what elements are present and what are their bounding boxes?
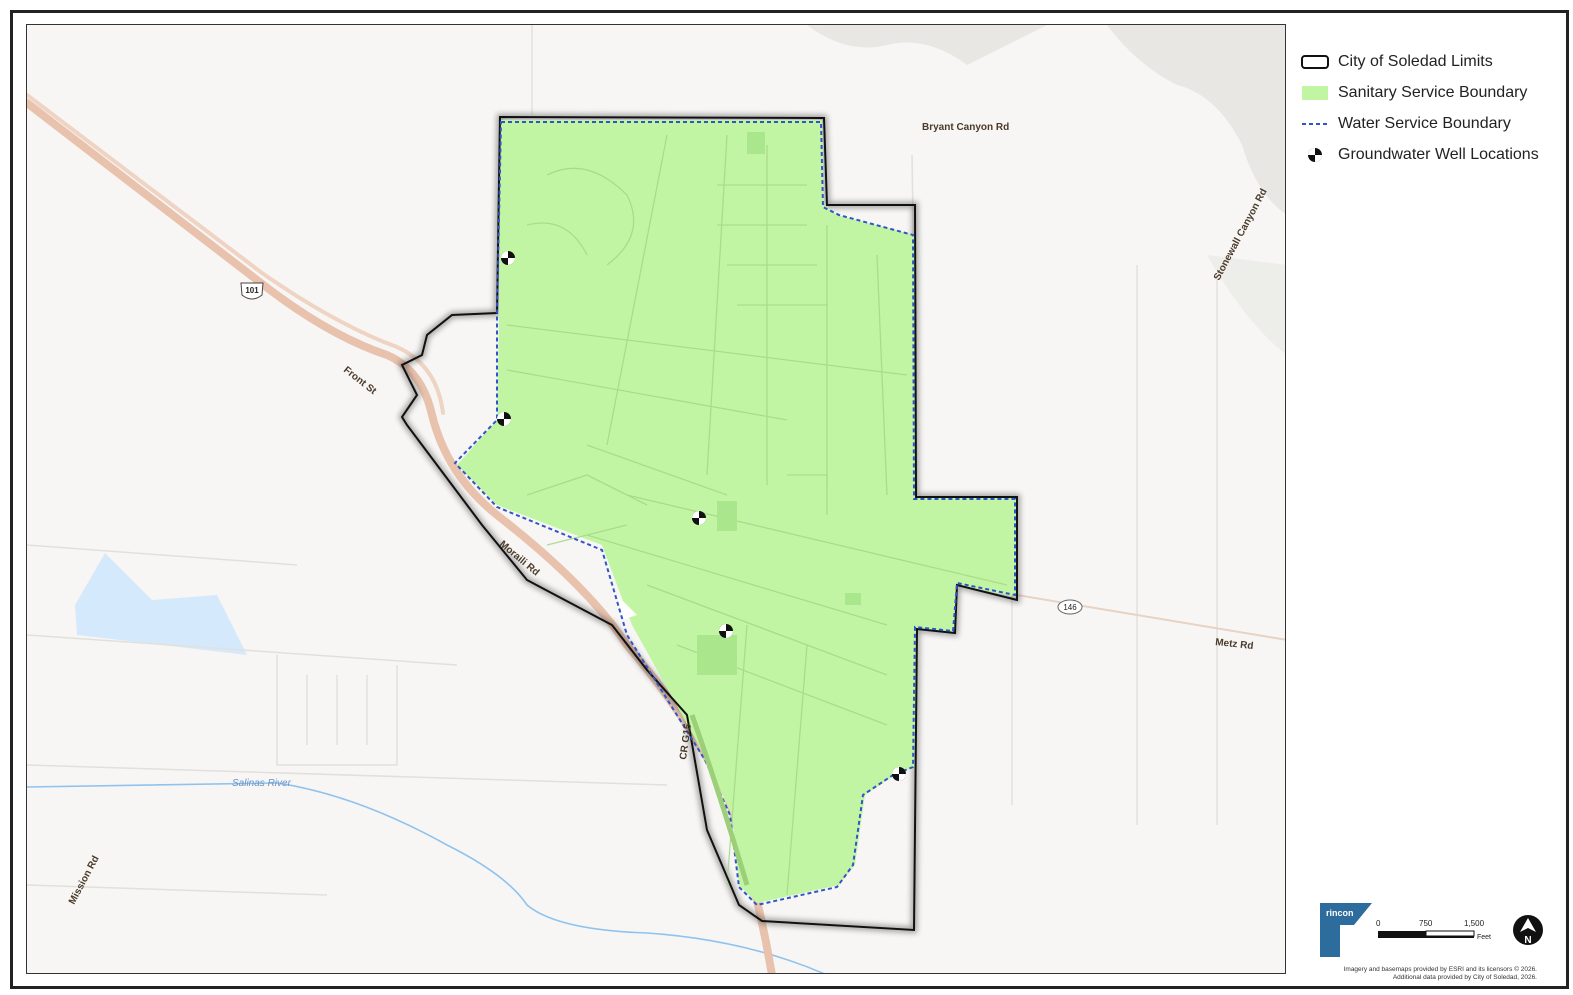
sr146-shield-icon: 146 [1057,599,1083,615]
cr-g15-label: CR G15 [678,723,694,761]
metz-rd-line [1016,594,1285,641]
legend-label: Water Service Boundary [1338,114,1511,132]
well-marker-icon [1300,145,1330,165]
logo-text: rincon [1326,908,1354,918]
front-st-label: Front St [341,365,379,398]
map-canvas[interactable]: 101 146 Front St Moraili Rd Bryant Canyo… [26,24,1286,974]
blue-dashed-line-icon [1300,114,1330,134]
credits-line-1: Imagery and basemaps provided by ESRI an… [1343,966,1537,973]
terrain-hillshade [807,25,1285,354]
metz-rd-label: Metz Rd [1215,637,1254,652]
green-fill-icon [1300,83,1330,103]
map-svg: 101 146 Front St Moraili Rd Bryant Canyo… [27,25,1285,973]
outline-rectangle-icon [1300,52,1330,72]
legend-item-well: Groundwater Well Locations [1300,139,1565,170]
parks [697,132,861,675]
legend-item-city-limits: City of Soledad Limits [1300,46,1565,77]
bryant-canyon-rd-label: Bryant Canyon Rd [922,122,1009,133]
legend-label: Sanitary Service Boundary [1338,83,1528,101]
rincon-logo: rincon [1318,903,1374,959]
map-legend: City of Soledad Limits Sanitary Service … [1300,46,1565,170]
water-service-boundary-line[interactable] [453,121,1016,907]
legend-item-sanitary: Sanitary Service Boundary [1300,77,1565,108]
salinas-river-label: Salinas River [232,778,292,789]
scale-zero-label: 0 [1376,919,1381,928]
unserved-parcel [617,595,637,620]
sr146-shield-label: 146 [1063,603,1077,612]
credits-line-2: Additional data provided by City of Sole… [1392,974,1537,981]
well-marker[interactable] [892,767,906,781]
well-marker-group [497,251,906,781]
well-marker[interactable] [501,251,515,265]
scale-max-label: 1,500 [1464,919,1485,928]
mission-rd-label: Mission Rd [67,854,102,906]
map-credits: Imagery and basemaps provided by ESRI an… [1330,966,1537,982]
scale-unit-label: Feet [1477,934,1491,941]
us101-shield-label: 101 [245,286,259,295]
us101-shield-icon: 101 [240,282,264,300]
well-marker[interactable] [692,511,706,525]
reservoir-polygon [75,553,247,655]
north-arrow-icon: N [1511,913,1545,947]
city-limits-line[interactable] [400,115,1018,932]
legend-item-water: Water Service Boundary [1300,108,1565,139]
street-grid [506,134,1008,896]
well-marker[interactable] [719,624,733,638]
salinas-river-line [27,782,825,973]
well-marker[interactable] [497,412,511,426]
legend-label: City of Soledad Limits [1338,52,1493,70]
legend-label: Groundwater Well Locations [1338,145,1539,163]
cr-g15-road [689,714,750,886]
scale-bar: 0 750 1,500 Feet [1374,916,1504,946]
scale-mid-label: 750 [1419,919,1433,928]
north-letter: N [1524,935,1531,946]
